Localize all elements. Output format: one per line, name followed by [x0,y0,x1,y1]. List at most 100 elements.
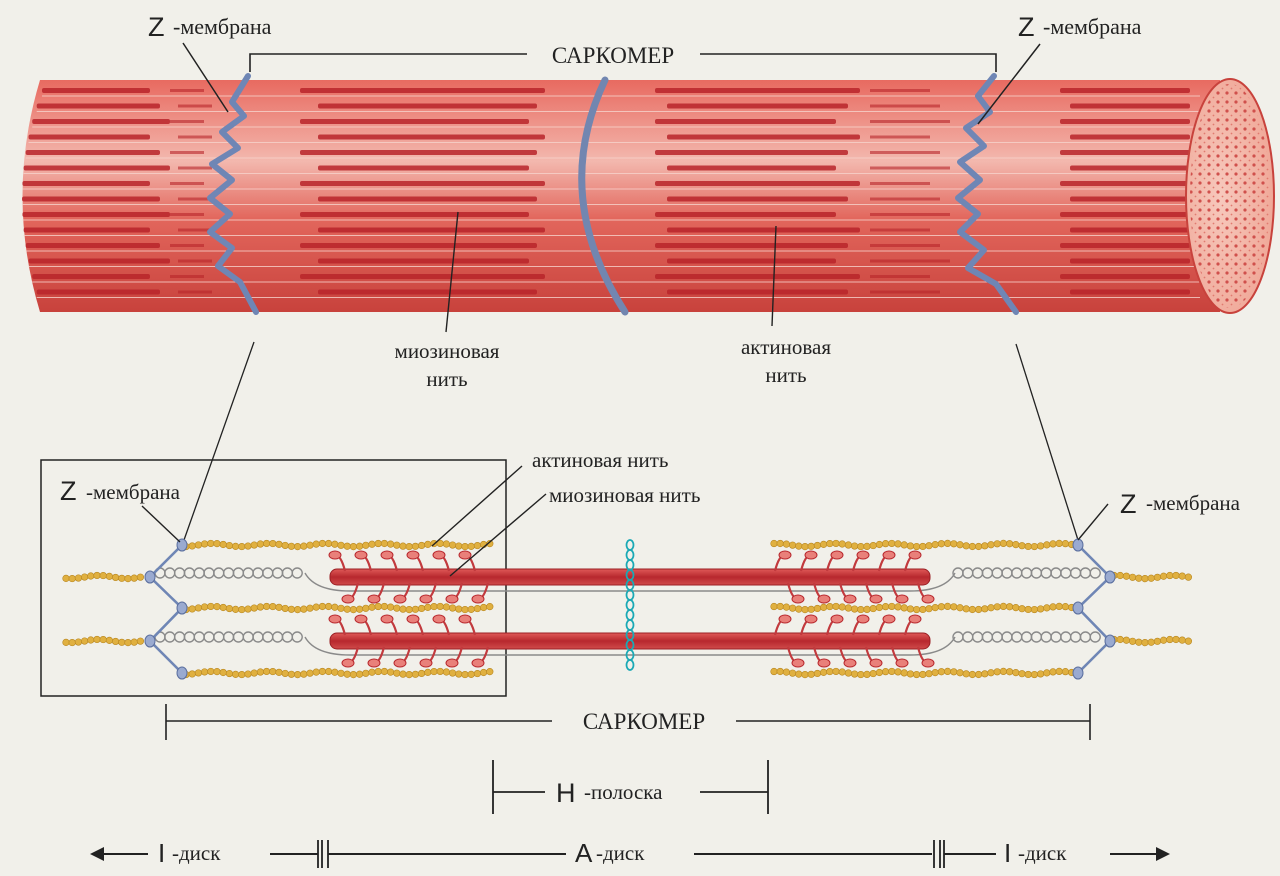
titin-coil [193,567,205,579]
actin-bead [1122,636,1130,644]
actin-bead [136,573,144,581]
actin-bead [374,539,382,548]
fiber-stripe [1060,119,1190,124]
top-sarcomere-bracket: САРКОМЕР [249,43,997,72]
actin-bead [869,604,877,613]
fiber-stripe [655,243,848,248]
fiber-stripe [870,89,930,92]
actin-bead [188,670,196,678]
actin-bead [105,636,113,644]
actin-bead [331,540,339,548]
actin-bead [449,541,457,549]
myosin-head [908,614,922,624]
top-z-label-right: Z -мембрана [977,12,1142,125]
actin-bead [782,540,791,548]
actin-bead [213,603,221,611]
actin-bead [993,540,1001,548]
actin-bead [275,603,283,611]
actin-bead [244,542,252,550]
actin-bead [124,638,132,647]
myosin-head [458,550,472,560]
fiber-stripe [870,135,930,139]
actin-bead [888,539,896,548]
actin-bead [486,668,494,676]
actin-bead [770,602,778,611]
fiber-stripe [1060,212,1190,217]
fiber-stripe [178,135,212,139]
actin-bead [306,541,314,549]
actin-bead [795,670,803,678]
actin-bead [1135,638,1143,646]
actin-bead [250,669,258,677]
z-membrane-text: -мембрана [1146,491,1241,515]
actin-bead [219,668,227,677]
myosin-head [921,658,935,668]
actin-bead [1153,573,1161,581]
actin-bead [956,669,964,677]
actin-bead [356,670,364,678]
actin-bead [188,542,196,550]
titin-coil [1020,567,1033,579]
actin-bead [312,603,320,611]
actin-bead [968,670,977,679]
myosin-head [921,594,935,604]
actin-bead [776,539,784,548]
myosin-head [328,614,342,624]
actin-bead [1055,539,1063,548]
actin-bead [844,541,853,549]
actin-bead [393,604,401,612]
actin-bead [325,539,333,548]
actin-bead [1159,572,1168,580]
actin-bead [1128,573,1137,581]
titin-coil [981,567,994,579]
actin-bead [405,605,413,614]
z-disc-node [1072,666,1084,680]
actin-bead [776,667,784,676]
myosin-head [882,614,896,624]
actin-bead [981,670,989,678]
myosin-head [830,550,844,560]
myosin-text-1: миозиновая [395,339,500,363]
actin-bead [912,670,921,679]
actin-bead [374,602,382,611]
myosin-rod [329,632,931,650]
myosin-head [843,658,857,668]
actin-bead [62,638,70,646]
actin-bead [411,605,420,613]
actin-bead [467,670,475,678]
actin-bead [919,670,927,679]
actin-bead [782,668,791,676]
actin-bead [981,605,989,613]
titin-coil [1050,631,1062,643]
actin-bead [987,669,995,677]
actin-bead [950,540,958,548]
actin-bead [263,539,271,548]
actin-bead [875,603,884,612]
actin-bead [838,603,846,611]
actin-bead [807,605,815,613]
fiber-stripe [1060,150,1190,155]
titin-coil [232,567,245,579]
actin-bead [232,605,240,613]
actin-bead [863,670,871,678]
actin-bead [380,667,389,676]
actin-bead [819,540,828,548]
bottom-sarcomere-label: САРКОМЕР [583,709,705,734]
actin-bead [442,540,451,548]
actin-bead [362,604,370,612]
z-disc-node [176,601,188,615]
actin-bead [238,605,246,614]
top-z-label-left: Z -мембрана [148,12,272,113]
actin-bead [1012,604,1020,612]
fiber-stripe [23,227,150,233]
actin-bead [418,669,426,678]
titin-coil [962,567,974,579]
actin-bead [461,605,469,614]
fiber-stripe [870,244,940,247]
fiber-stripe [28,134,151,140]
actin-bead [962,670,970,678]
actin-bead [1018,605,1026,613]
actin-bead [832,602,840,611]
actin-bead [863,605,871,613]
actin-bead [442,668,451,676]
